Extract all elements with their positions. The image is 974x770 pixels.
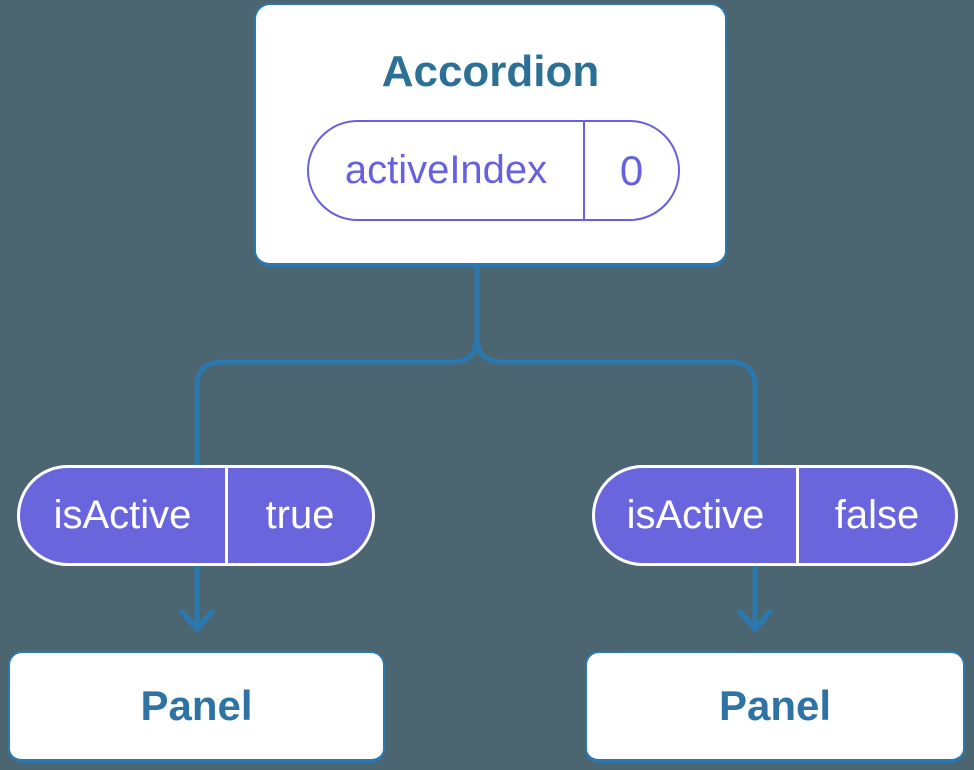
state-pill-label: activeIndex bbox=[344, 148, 548, 192]
accordion-node: Accordion activeIndex 0 bbox=[254, 3, 727, 267]
prop-pill-label: isActive bbox=[626, 493, 765, 537]
arrow-down-icon bbox=[737, 609, 773, 632]
prop-pill-isactive-false: isActive false bbox=[592, 465, 958, 566]
panel-node-title: Panel bbox=[140, 682, 253, 729]
prop-pill-value: false bbox=[796, 468, 955, 563]
panel-node-title: Panel bbox=[718, 682, 832, 729]
prop-pill-isactive-true: isActive true bbox=[17, 465, 375, 566]
prop-pill-value: true bbox=[225, 468, 372, 563]
prop-pill-label: isActive bbox=[53, 493, 192, 537]
accordion-node-title: Accordion bbox=[381, 47, 600, 96]
panel-node-right: Panel bbox=[585, 651, 965, 763]
connector-left-branch bbox=[194, 264, 480, 627]
panel-node-left: Panel bbox=[8, 651, 385, 763]
state-pill-value: 0 bbox=[583, 122, 678, 219]
arrow-down-icon bbox=[179, 609, 215, 632]
state-pill-activeindex: activeIndex 0 bbox=[307, 120, 680, 221]
connector-right-branch bbox=[474, 264, 758, 627]
